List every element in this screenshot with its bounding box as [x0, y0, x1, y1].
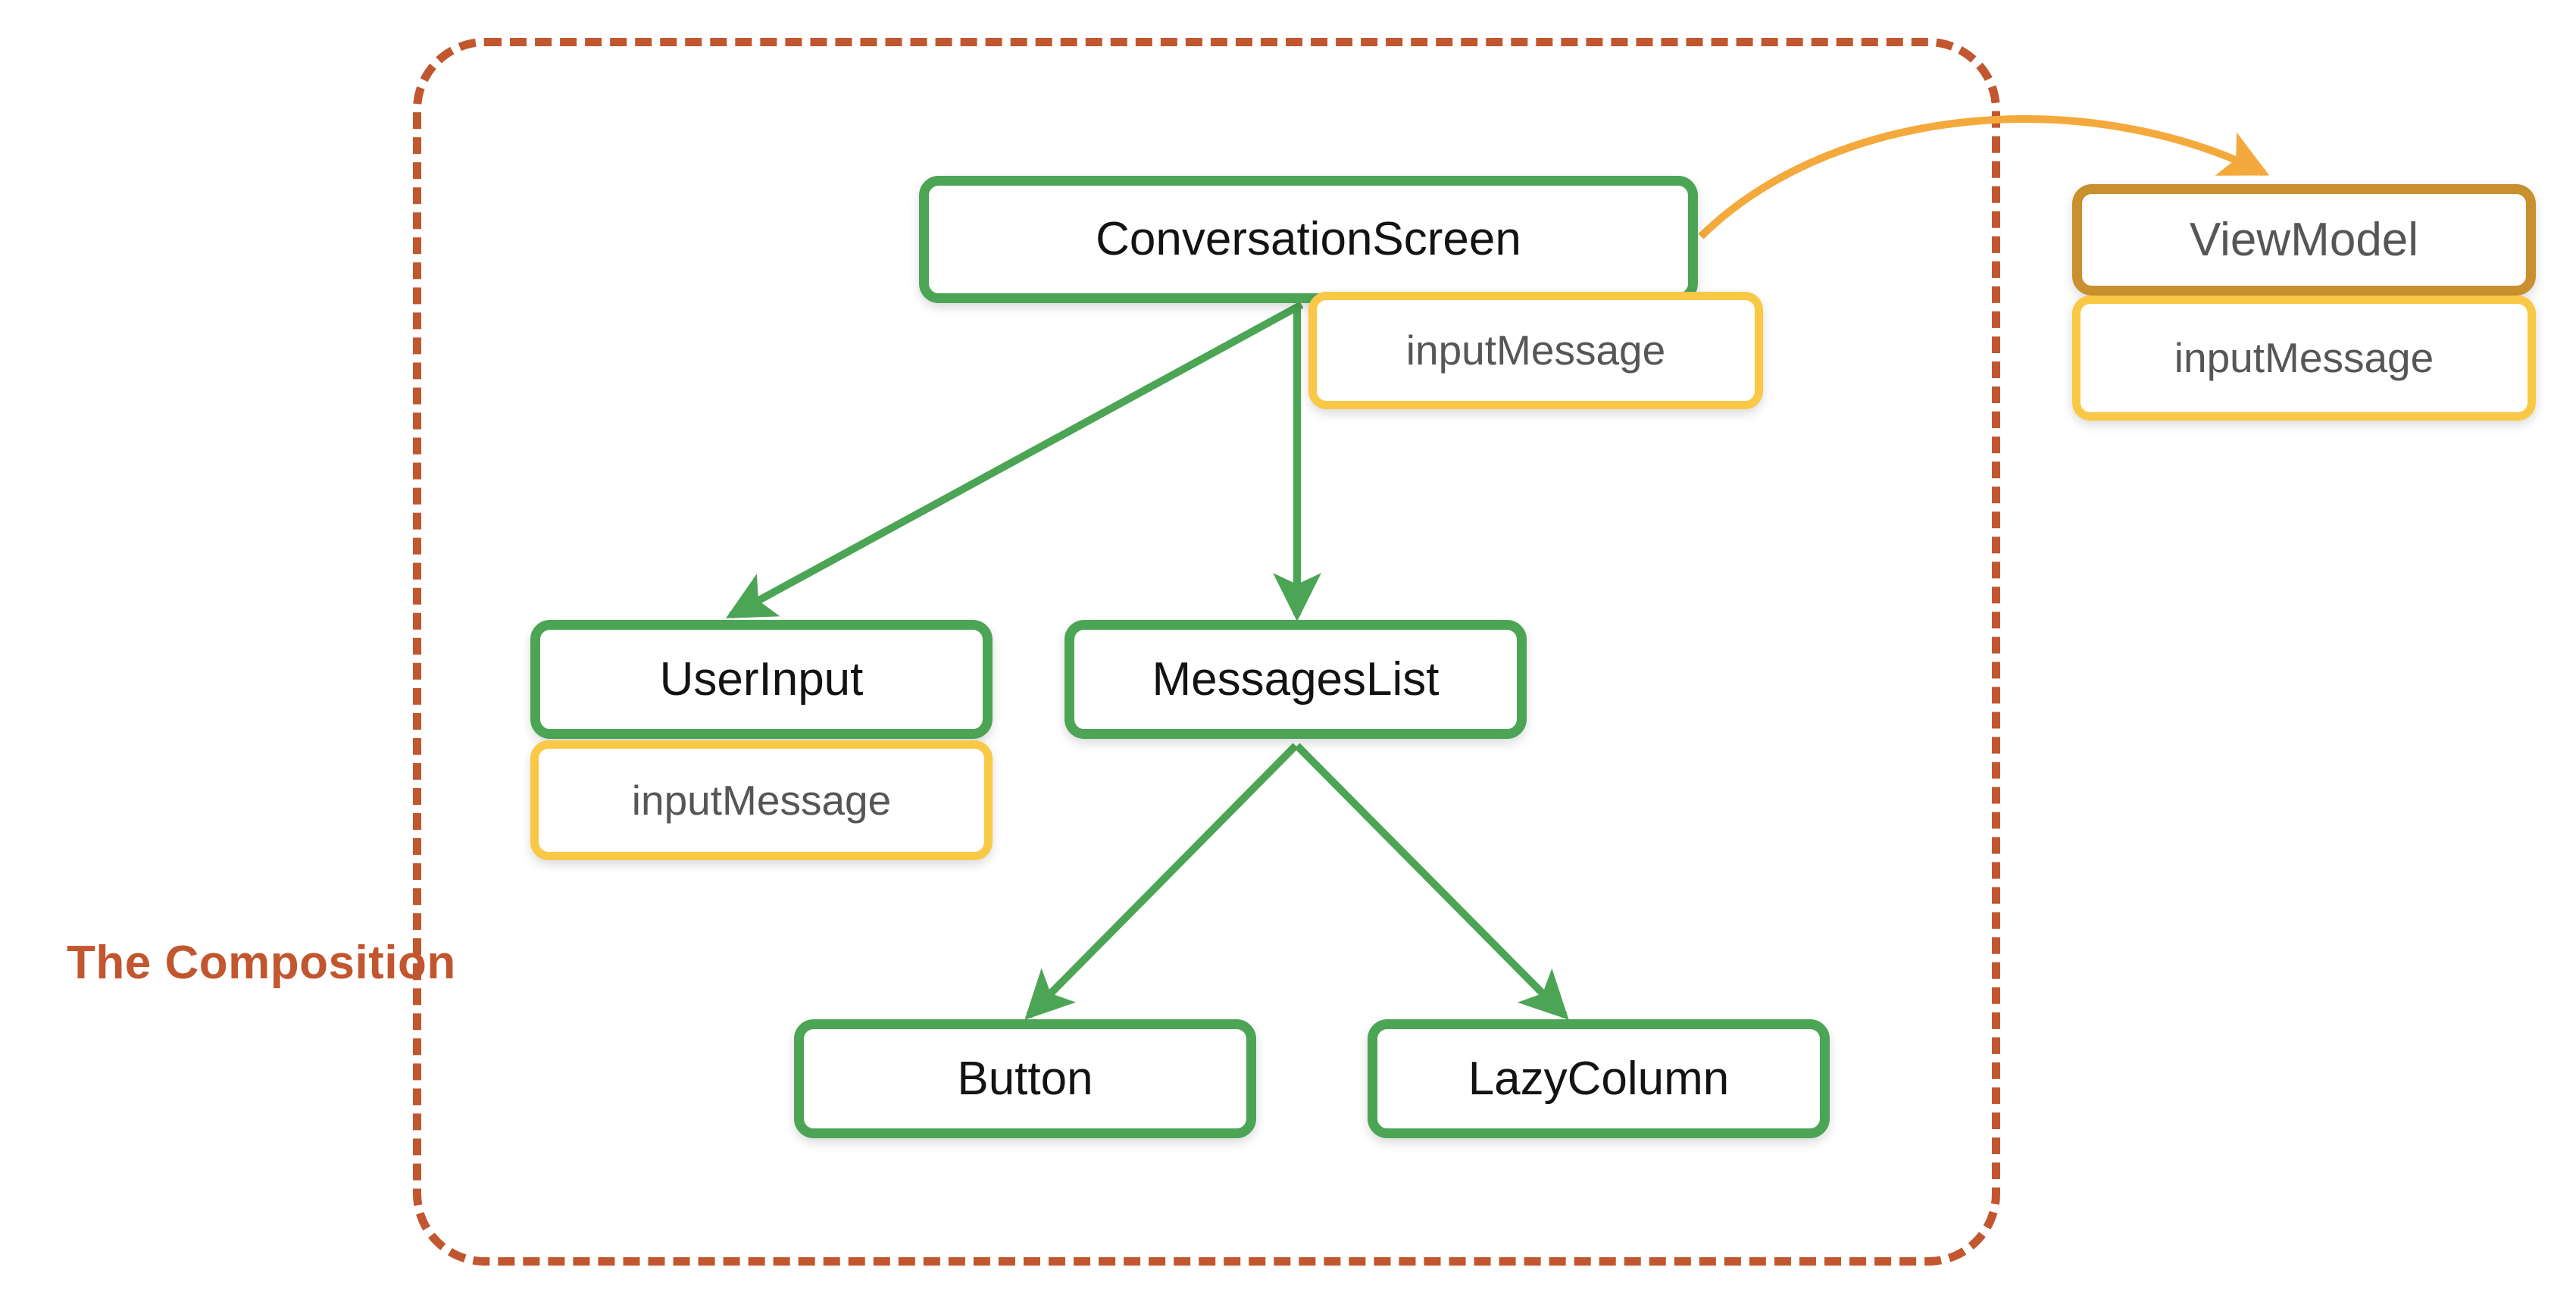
node-button-label: Button: [957, 1052, 1093, 1105]
node-view-model[interactable]: ViewModel: [2072, 184, 2536, 296]
node-user-input-label: UserInput: [659, 652, 864, 706]
state-view-model-input-message-label: inputMessage: [2174, 334, 2434, 381]
state-conversation-screen-input-message[interactable]: inputMessage: [1308, 292, 1763, 409]
node-messages-list-label: MessagesList: [1152, 652, 1440, 706]
composition-label: The Composition: [67, 937, 456, 989]
node-lazy-column[interactable]: LazyColumn: [1368, 1019, 1830, 1138]
composition-boundary: [413, 38, 2000, 1266]
node-conversation-screen[interactable]: ConversationScreen: [919, 176, 1698, 303]
state-user-input-input-message-label: inputMessage: [631, 776, 892, 824]
node-user-input[interactable]: UserInput: [530, 620, 993, 739]
state-conversation-screen-input-message-label: inputMessage: [1405, 327, 1666, 374]
state-user-input-input-message[interactable]: inputMessage: [530, 740, 993, 860]
node-button[interactable]: Button: [794, 1019, 1256, 1138]
node-messages-list[interactable]: MessagesList: [1064, 620, 1527, 739]
node-conversation-screen-label: ConversationScreen: [1096, 213, 1521, 265]
node-lazy-column-label: LazyColumn: [1468, 1052, 1730, 1105]
node-view-model-label: ViewModel: [2189, 213, 2419, 266]
state-view-model-input-message[interactable]: inputMessage: [2072, 296, 2536, 421]
